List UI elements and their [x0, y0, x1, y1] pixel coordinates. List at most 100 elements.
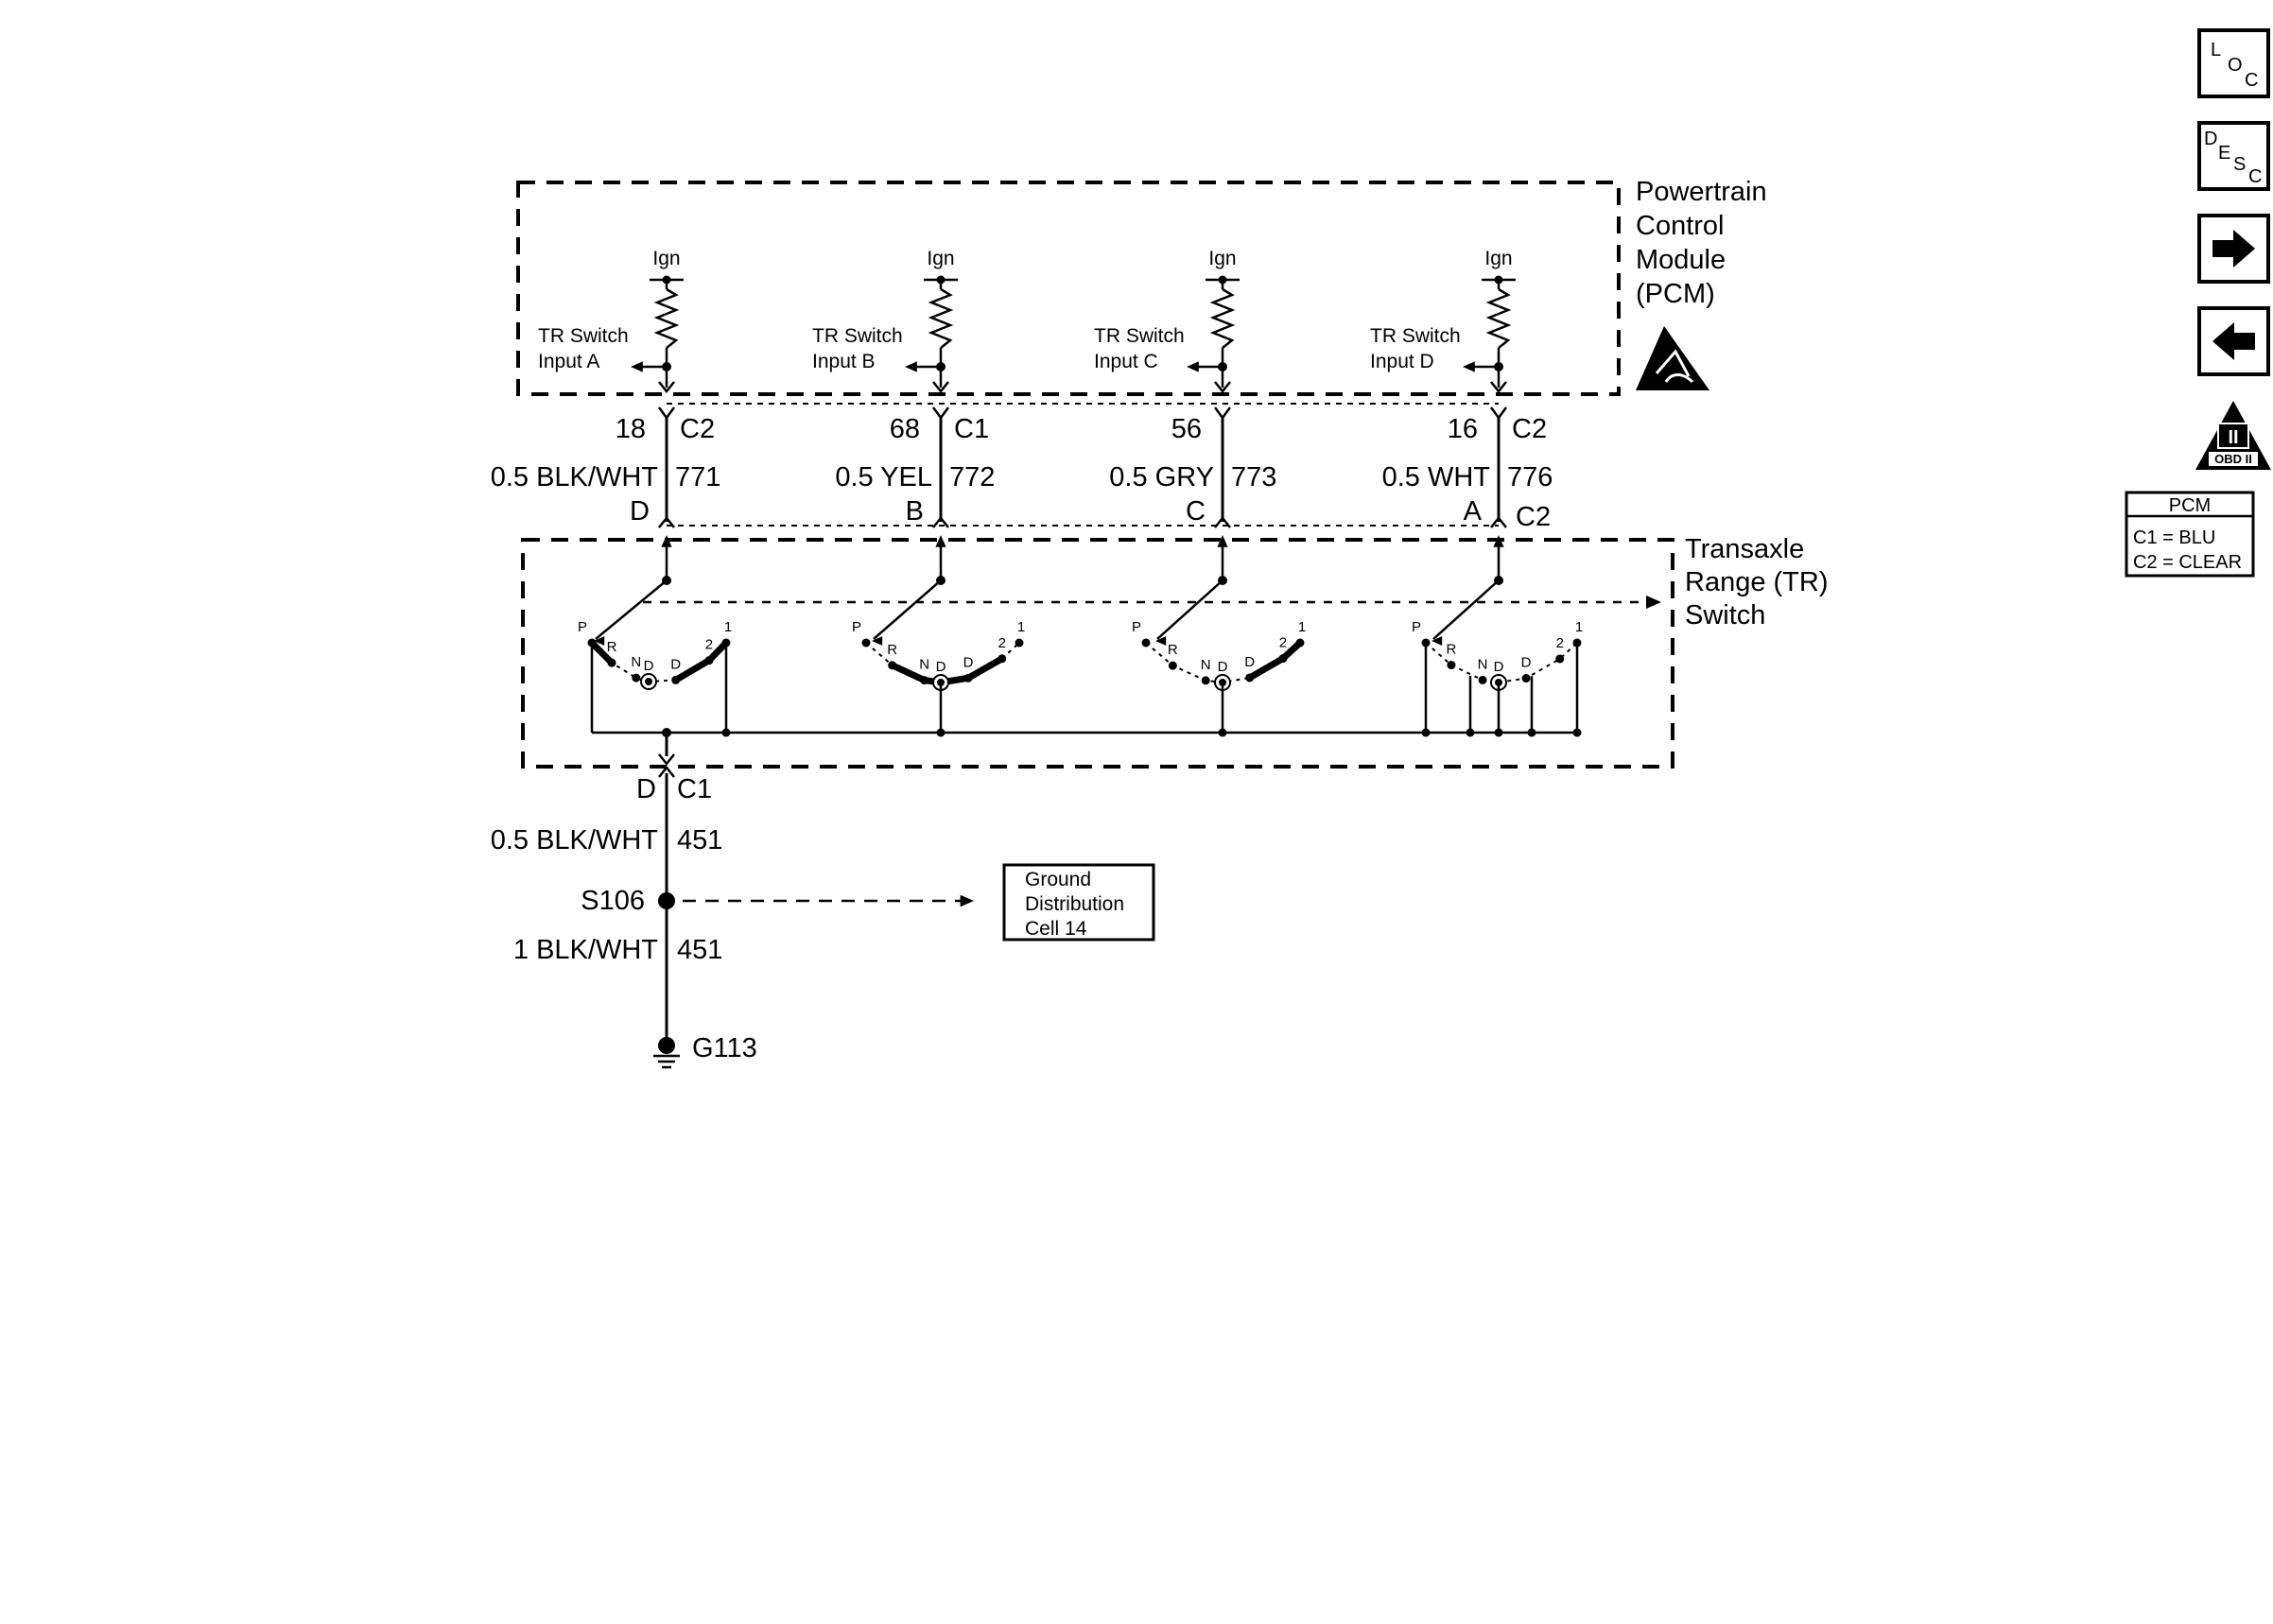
previous-page-button[interactable] — [2197, 306, 2270, 376]
position-label-1: 1 — [1575, 619, 1583, 635]
male-terminal — [658, 515, 675, 528]
input-label-1: TR Switch — [538, 325, 629, 347]
position-label-1: 1 — [1017, 619, 1025, 635]
switch-connector-id: C2 — [1516, 502, 1551, 532]
position-dot — [645, 677, 652, 685]
position-label-D: D — [1521, 655, 1532, 671]
input-label-2: Input B — [812, 351, 876, 372]
position-dot — [671, 675, 681, 684]
contact-segment — [1246, 639, 1304, 682]
ground-bus-node — [662, 728, 671, 737]
position-dot — [632, 673, 641, 682]
reference-box-frame — [1002, 863, 1155, 942]
position-dot — [1015, 638, 1024, 648]
position-dot — [1478, 675, 1487, 684]
loc-button[interactable]: LOC — [2197, 28, 2270, 98]
desc-letter: C — [2248, 166, 2262, 187]
position-label-D: D — [936, 659, 946, 675]
position-label-D: D — [644, 658, 654, 674]
position-dot — [861, 638, 871, 648]
ground-label: G113 — [692, 1033, 757, 1063]
pcm-pin-number: 16 — [1448, 414, 1478, 444]
ign-label: Ign — [1484, 248, 1512, 269]
pcm-title-line: Module — [1636, 245, 1726, 275]
input-arrow — [631, 361, 643, 372]
input-arrow — [1187, 361, 1199, 372]
reference-arrow — [960, 894, 974, 907]
wire-circuit-number: 776 — [1507, 462, 1553, 492]
bus-node — [1572, 728, 1582, 737]
obd-roman-numeral: II — [2228, 427, 2238, 448]
pcm-pin-number: 18 — [616, 414, 646, 444]
contact-segment — [588, 639, 616, 666]
contact-segment — [672, 639, 730, 683]
female-terminal — [931, 406, 950, 421]
switch-pin-letter: C — [1186, 496, 1206, 527]
bus-node — [1218, 728, 1227, 737]
next-page-button[interactable] — [2197, 214, 2270, 284]
pcm-pin-chevron — [932, 381, 949, 394]
ign-label: Ign — [927, 248, 954, 269]
ground-pin-letter: D — [636, 774, 656, 804]
esd-warning-icon — [1636, 326, 1709, 390]
wiper-tip — [1155, 636, 1167, 646]
obd-inner-box — [2217, 423, 2249, 449]
position-dot — [963, 673, 973, 682]
position-label-N: N — [1201, 657, 1211, 673]
reference-box-line: Distribution — [1025, 893, 1124, 915]
loc-letter: O — [2228, 55, 2243, 76]
pcm-boundary — [516, 181, 1621, 396]
position-label-P: P — [578, 619, 587, 635]
wiper-arm — [595, 579, 668, 640]
male-terminal — [932, 515, 949, 528]
bus-node — [1421, 728, 1431, 737]
position-dot — [1555, 654, 1565, 664]
female-terminal — [1213, 406, 1232, 421]
wiper-arm — [873, 579, 942, 640]
position-label-2: 2 — [998, 635, 1006, 651]
pullup-resistor — [653, 287, 680, 349]
position-dot — [1521, 674, 1531, 683]
input-arrow — [905, 361, 917, 372]
position-label-2: 2 — [1556, 635, 1564, 651]
legend-row: C2 = CLEAR — [2133, 552, 2242, 573]
wiper-tip — [1431, 636, 1443, 646]
loc-frame — [2197, 28, 2270, 98]
desc-frame — [2197, 121, 2270, 191]
previous-frame — [2197, 306, 2270, 376]
wiper-tip — [594, 636, 605, 646]
pullup-resistor — [928, 287, 954, 349]
input-arrow — [1463, 361, 1475, 372]
position-label-N: N — [631, 654, 641, 670]
bus-node — [1466, 728, 1475, 737]
ground-connector-chevron — [658, 765, 675, 778]
position-label-R: R — [607, 639, 617, 655]
desc-letter: D — [2204, 129, 2217, 149]
position-label-D: D — [1244, 654, 1255, 670]
female-terminal — [1489, 406, 1508, 421]
splice-node — [658, 892, 675, 909]
position-label-P: P — [1412, 619, 1421, 635]
position-label-P: P — [1132, 619, 1141, 635]
position-dot — [888, 661, 897, 670]
position-label-D: D — [1494, 659, 1504, 675]
pcm-pin-number: 56 — [1171, 414, 1202, 444]
position-dot — [704, 656, 714, 665]
wiper-tip — [872, 636, 883, 646]
bus-node — [1494, 728, 1503, 737]
position-dot — [607, 658, 616, 667]
position-label-P: P — [852, 619, 861, 635]
position-dot — [1168, 661, 1177, 670]
